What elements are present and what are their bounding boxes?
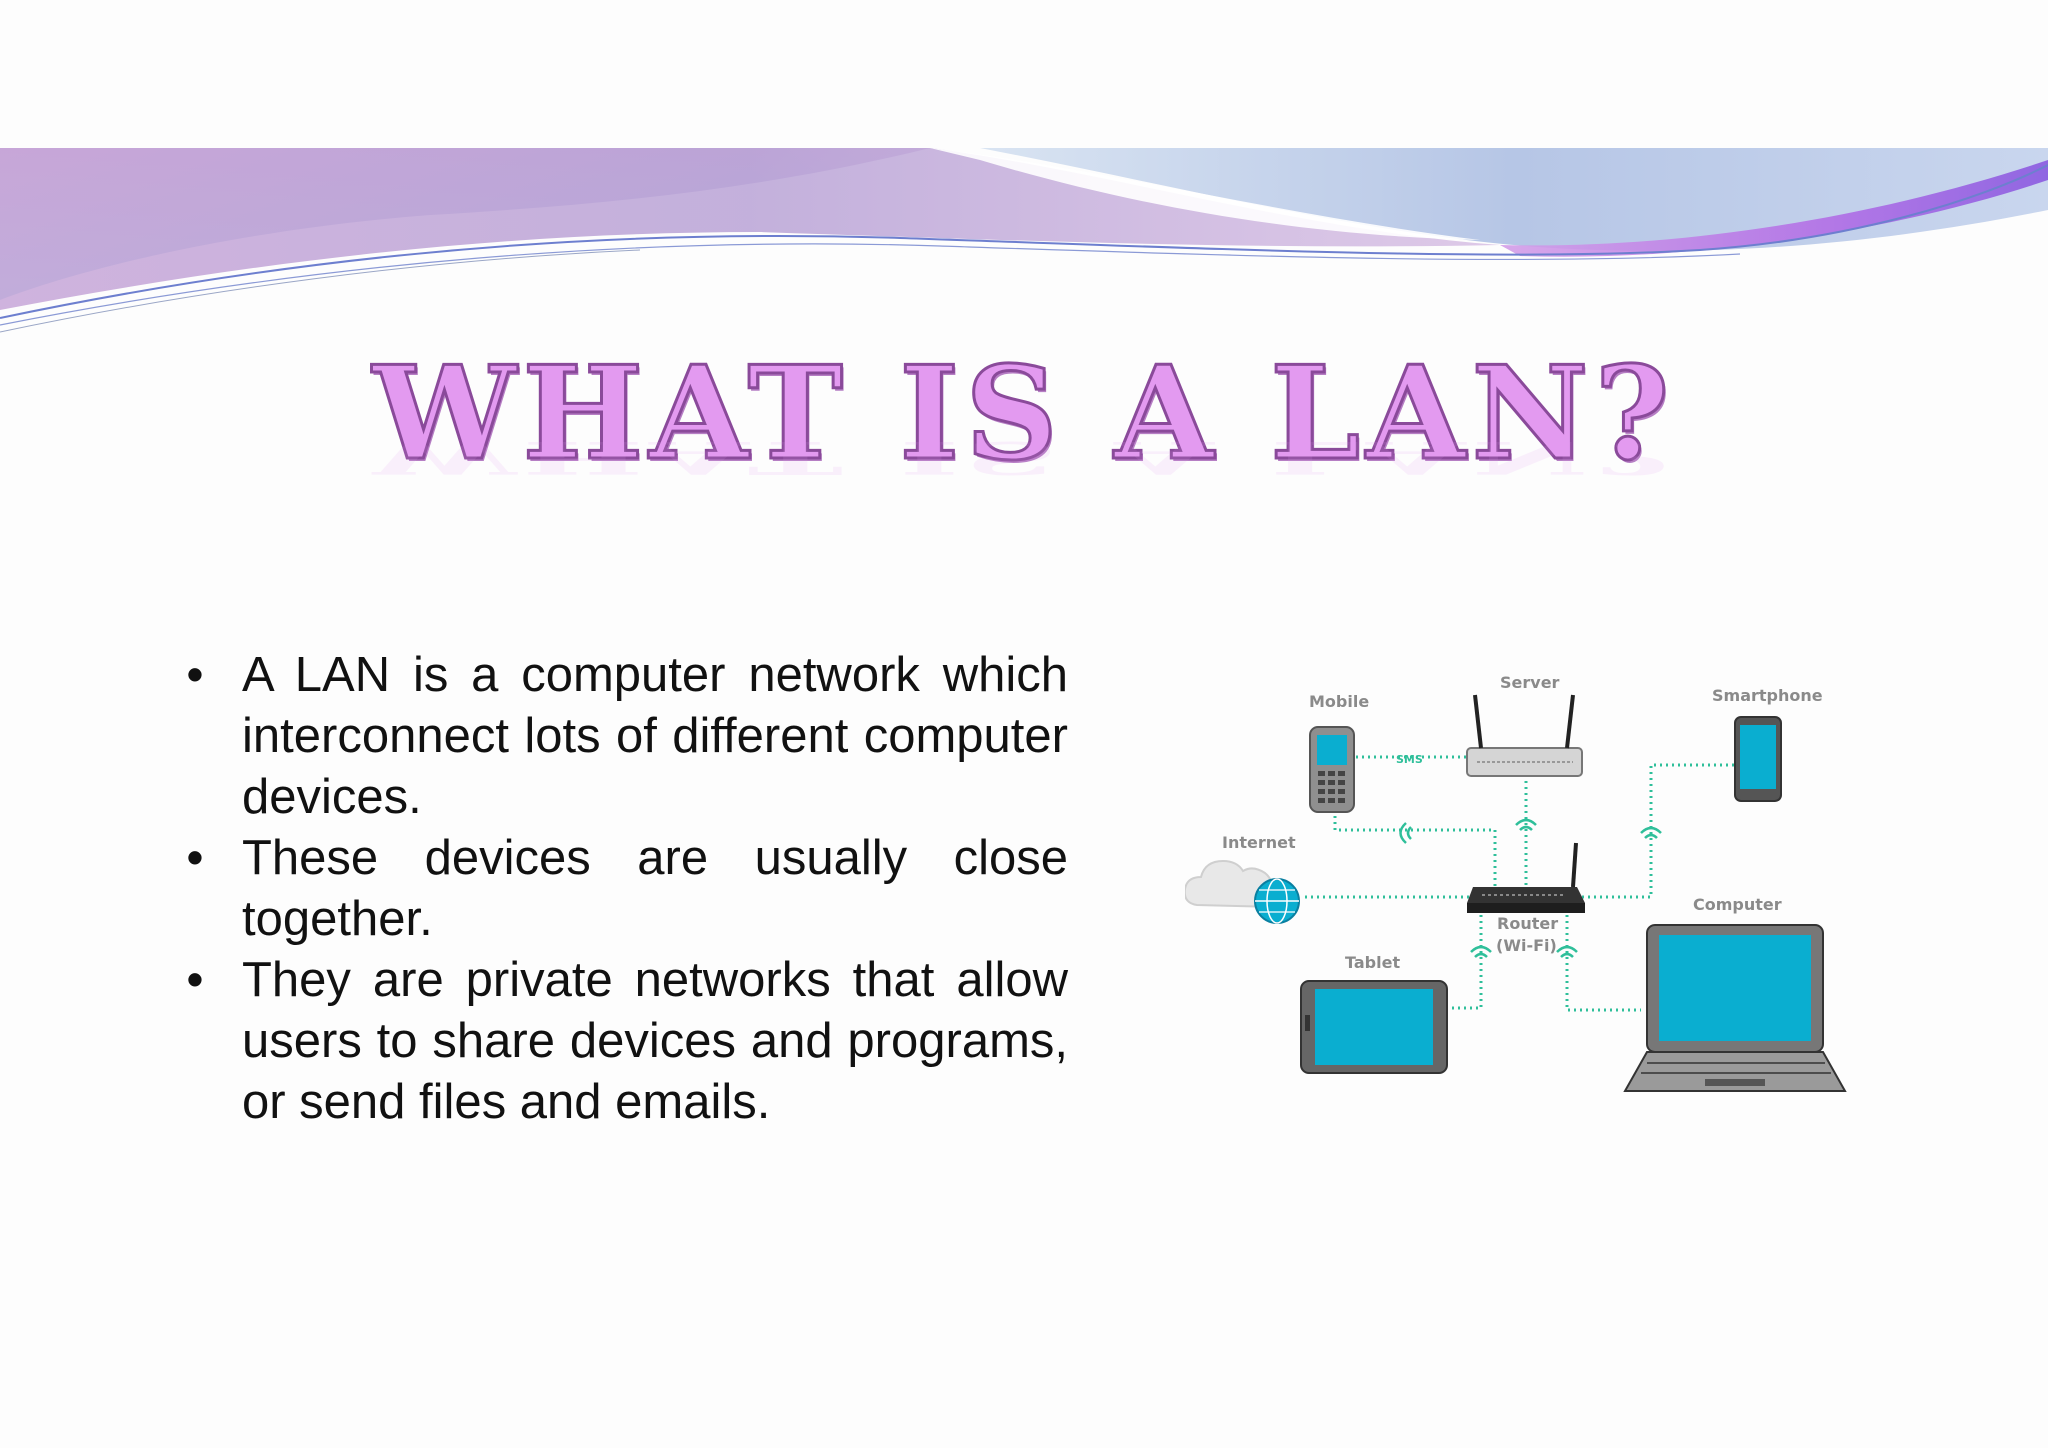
bullet-dot: •: [186, 648, 204, 702]
bullet-item: • These devices are usually close togeth…: [180, 828, 1068, 950]
mobile-label: Mobile: [1309, 692, 1369, 711]
server-icon: [1466, 694, 1583, 777]
bullet-text: A LAN is a computer network which interc…: [242, 648, 1068, 824]
smartphone-icon: [1734, 716, 1782, 802]
tablet-icon: [1300, 980, 1448, 1074]
router-label: Router: [1497, 914, 1558, 933]
bullet-dot: •: [186, 953, 204, 1007]
sms-label: SMS: [1396, 753, 1423, 766]
mobile-phone-icon: [1309, 726, 1355, 813]
bullet-item: • They are private networks that allow u…: [180, 950, 1068, 1133]
router-wifi-label: (Wi-Fi): [1496, 936, 1557, 955]
lan-diagram: SMS Mobile Server Smartphone Internet: [1185, 673, 1847, 1092]
bullet-item: • A LAN is a computer network which inte…: [180, 645, 1068, 828]
smartphone-label: Smartphone: [1712, 686, 1823, 705]
bullet-text: They are private networks that allow use…: [242, 953, 1068, 1129]
laptop-icon: [1623, 924, 1847, 1092]
tablet-label: Tablet: [1345, 953, 1400, 972]
server-label: Server: [1500, 673, 1560, 692]
router-icon: [1467, 842, 1585, 913]
bullet-text: These devices are usually close together…: [242, 831, 1068, 946]
bullet-list: • A LAN is a computer network which inte…: [180, 645, 1068, 1133]
bullet-dot: •: [186, 831, 204, 885]
wifi-signal-icon: [1399, 818, 1662, 958]
computer-label: Computer: [1693, 895, 1782, 914]
cloud-internet-icon: [1185, 859, 1300, 924]
slide-title: WHAT IS A LAN?: [371, 339, 1676, 489]
header-wave-banner: [0, 148, 2048, 333]
title-container: WHAT IS A LAN?: [0, 339, 2048, 489]
internet-label: Internet: [1222, 833, 1296, 852]
